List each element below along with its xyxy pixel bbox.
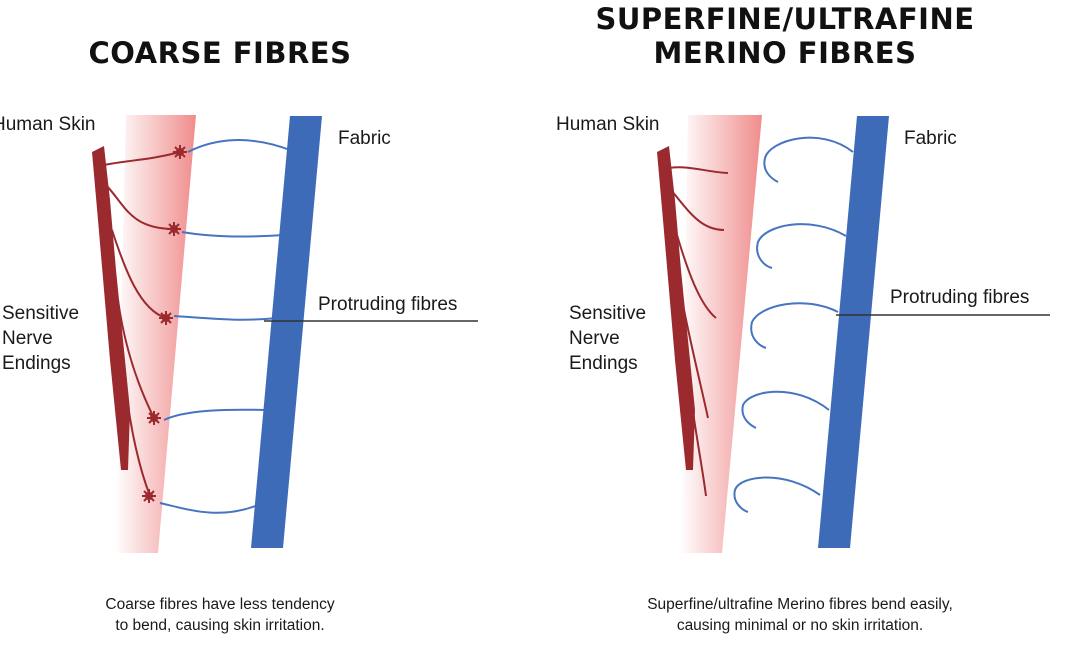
nerve-ending-stars bbox=[142, 145, 187, 503]
coarse-fibres-diagram bbox=[92, 115, 478, 553]
nerve-branches bbox=[668, 166, 729, 497]
fabric-label: Fabric bbox=[904, 128, 957, 149]
nerve-label-line: Nerve bbox=[569, 328, 620, 349]
human-skin-label: Human Skin bbox=[0, 114, 96, 135]
coarse-fibres-panel: COARSE FIBRES Human Skin Fabric Protrudi… bbox=[0, 36, 478, 636]
caption-line: to bend, causing skin irritation. bbox=[115, 617, 325, 634]
title-line: MERINO FIBRES bbox=[653, 36, 917, 70]
sensitive-nerve-endings-label: Sensitive Nerve Endings bbox=[569, 301, 646, 376]
nerve-trunk bbox=[92, 146, 130, 470]
superfine-fibres-diagram bbox=[657, 115, 1050, 553]
title-line: SUPERFINE/ULTRAFINE bbox=[595, 2, 975, 36]
sensitive-nerve-endings-label: Sensitive Nerve Endings bbox=[2, 301, 79, 376]
nerve-branches bbox=[103, 151, 181, 497]
coarse-protruding-fibres bbox=[159, 139, 291, 514]
caption-line: Superfine/ultrafine Merino fibres bend e… bbox=[647, 596, 953, 613]
nerve-label-line: Endings bbox=[2, 353, 71, 374]
nerve-label-line: Sensitive bbox=[569, 303, 647, 324]
superfine-fibres-caption: Superfine/ultrafine Merino fibres bend e… bbox=[580, 594, 1020, 636]
nerve-label-line: Endings bbox=[569, 353, 638, 374]
fabric-bar bbox=[818, 116, 889, 548]
caption-line: causing minimal or no skin irritation. bbox=[676, 617, 924, 634]
protruding-fibres-label: Protruding fibres bbox=[890, 287, 1030, 308]
fabric-label: Fabric bbox=[338, 128, 391, 149]
superfine-bent-fibres bbox=[733, 136, 854, 513]
superfine-fibres-panel: SUPERFINE/ULTRAFINE MERINO FIBRES Human … bbox=[540, 0, 1080, 660]
nerve-label-line: Nerve bbox=[2, 328, 53, 349]
coarse-fibres-title: COARSE FIBRES bbox=[88, 36, 352, 70]
caption-line: Coarse fibres have less tendency bbox=[105, 596, 335, 613]
nerve-trunk bbox=[657, 146, 695, 470]
human-skin-layer bbox=[115, 115, 196, 553]
fabric-bar bbox=[251, 116, 322, 548]
superfine-fibres-title: SUPERFINE/ULTRAFINE MERINO FIBRES bbox=[580, 2, 990, 70]
human-skin-layer bbox=[680, 115, 762, 553]
nerve-label-line: Sensitive bbox=[2, 303, 80, 324]
human-skin-label: Human Skin bbox=[556, 114, 660, 135]
protruding-fibres-label: Protruding fibres bbox=[318, 294, 458, 315]
coarse-fibres-caption: Coarse fibres have less tendency to bend… bbox=[40, 594, 400, 636]
